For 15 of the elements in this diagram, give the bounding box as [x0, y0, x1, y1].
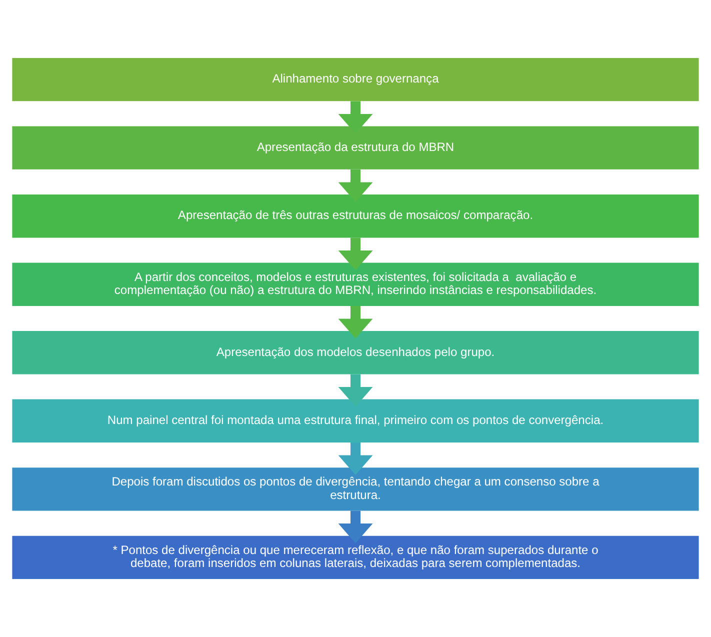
arrow: [338, 442, 373, 475]
node-box: Apresentação da estrutura do MBRN: [12, 126, 699, 170]
node-box: Apresentação dos modelos desenhados pelo grupo.: [12, 331, 699, 374]
arrow: [338, 306, 373, 338]
node-box: A partir dos conceitos, modelos e estruturas existentes, foi solicitada a avaliação e complementação (ou não) a estrutura do MBRN, inserindo instâncias e responsabilidades.: [12, 262, 699, 306]
node-box: Depois foram discutidos os pontos de divergência, tentando chegar a um consenso sobre a estrutura.: [12, 468, 699, 511]
node-box: * Pontos de divergência ou que mereceram reflexão, e que não foram superados durante o debate, foram inseridos em colunas laterais, deixadas para serem complementadas.: [12, 536, 699, 579]
node-box: Apresentação de três outras estruturas de mosaicos/ comparação.: [12, 194, 699, 238]
arrow: [338, 101, 373, 134]
node-box: Alinhamento sobre governança: [12, 58, 699, 102]
arrow: [338, 169, 373, 202]
arrow: [338, 374, 373, 407]
arrow: [338, 510, 373, 544]
arrow: [338, 238, 373, 270]
node-box: Num painel central foi montada uma estrutura final, primeiro com os pontos de convergência.: [12, 399, 699, 442]
